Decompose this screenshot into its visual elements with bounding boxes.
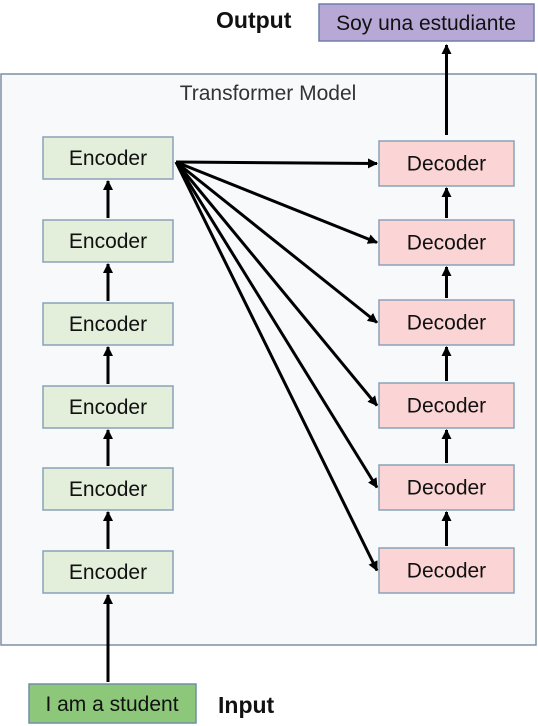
- encoder-box: [42, 136, 174, 180]
- encoder-label: Encoder: [69, 230, 147, 253]
- encoder-label: Encoder: [69, 147, 147, 170]
- decoder-box: [378, 464, 515, 511]
- encoder-box: [42, 219, 174, 263]
- decoder-box: [378, 140, 515, 187]
- input-box: [28, 683, 197, 724]
- encoder-to-decoder-arrow: [174, 161, 379, 489]
- encoder-label: Encoder: [69, 313, 147, 336]
- decoder-label: Decoder: [407, 153, 486, 176]
- encoder-to-decoder-arrow: [175, 160, 378, 324]
- decoder-box: [378, 219, 515, 266]
- encoder-box: [42, 550, 174, 594]
- encoder-label: Encoder: [69, 561, 147, 584]
- encoder-box: [42, 467, 174, 511]
- decoder-box: [378, 299, 515, 346]
- output-heading: Output: [216, 7, 292, 33]
- encoder-label: Encoder: [69, 478, 147, 501]
- encoder-to-decoder-arrow: [174, 161, 379, 572]
- container-title: Transformer Model: [180, 82, 357, 105]
- encoder-to-decoder-arrow: [174, 161, 379, 407]
- output-box: [318, 3, 535, 42]
- decoder-label: Decoder: [407, 395, 486, 418]
- encoder-box: [42, 302, 174, 346]
- input-text: I am a student: [45, 693, 178, 716]
- encoder-to-decoder-arrow: [175, 158, 378, 169]
- decoder-box: [378, 382, 515, 429]
- decoder-label: Decoder: [407, 312, 486, 335]
- output-text: Soy una estudiante: [336, 12, 516, 35]
- encoder-to-decoder-arrow: [175, 160, 378, 244]
- decoder-box: [378, 547, 515, 594]
- encoder-box: [42, 385, 174, 429]
- decoder-stack: DecoderDecoderDecoderDecoderDecoderDecod…: [378, 140, 515, 594]
- encoder-label: Encoder: [69, 396, 147, 419]
- decoder-label: Decoder: [407, 477, 486, 500]
- decoder-label: Decoder: [407, 232, 486, 255]
- arrows-layer: [103, 44, 452, 682]
- decoder-label: Decoder: [407, 560, 486, 583]
- input-heading: Input: [218, 692, 275, 718]
- encoder-stack: EncoderEncoderEncoderEncoderEncoderEncod…: [42, 136, 174, 594]
